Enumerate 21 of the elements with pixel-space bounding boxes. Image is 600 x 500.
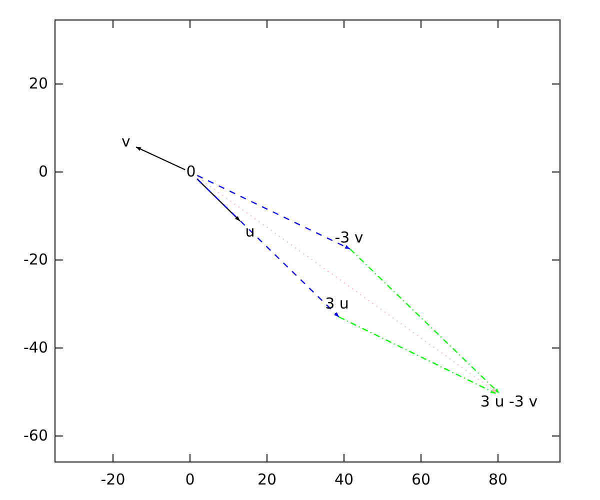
- vector-arrow: [197, 177, 498, 393]
- axis-tick-label: -20: [24, 252, 48, 268]
- vector-arrow: [136, 146, 186, 170]
- axis-tick-label: 0: [38, 164, 48, 180]
- vector-arrow: [197, 178, 340, 318]
- point-label: 3 u -3 v: [479, 394, 539, 410]
- axis-tick-label: 40: [334, 472, 354, 488]
- axis-tick-label: 20: [28, 76, 48, 92]
- axis-tick-label: 0: [185, 472, 195, 488]
- axis-tick-label: -20: [100, 472, 126, 488]
- axis-tick-label: 20: [257, 472, 277, 488]
- vector-arrow: [350, 248, 500, 394]
- vector-arrow: [196, 174, 350, 250]
- point-label: v: [120, 134, 132, 150]
- point-label: 0: [185, 164, 197, 180]
- vector-arrow: [338, 316, 496, 394]
- point-label: -3 v: [334, 230, 364, 246]
- axis-tick-label: 60: [411, 472, 431, 488]
- axis-tick-label: -60: [24, 428, 48, 444]
- axis-tick-label: -40: [24, 340, 48, 356]
- axis-tick-label: 80: [488, 472, 508, 488]
